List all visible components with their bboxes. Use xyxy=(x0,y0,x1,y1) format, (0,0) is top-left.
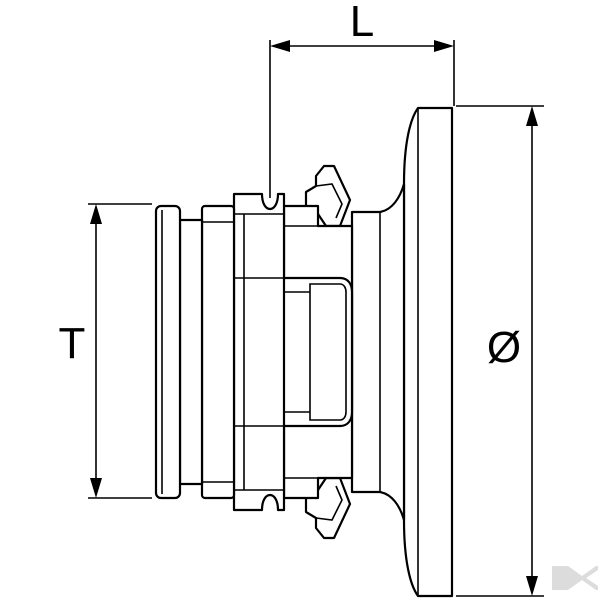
spline-tooth xyxy=(280,276,354,428)
collar-ring xyxy=(200,204,236,500)
length-label: L xyxy=(350,0,374,46)
flange xyxy=(402,106,454,598)
dimension-diameter: Ø xyxy=(456,105,544,597)
thread-label: T xyxy=(59,319,86,368)
thread-end xyxy=(154,204,182,500)
dimension-length: L xyxy=(269,0,455,198)
dimension-thread: T xyxy=(59,203,152,499)
flange-neck xyxy=(350,182,406,522)
coupling-part xyxy=(154,106,454,598)
thread-body xyxy=(178,218,204,486)
groove-section xyxy=(232,192,286,512)
k-logo-icon xyxy=(552,566,598,590)
diameter-label: Ø xyxy=(487,323,521,372)
